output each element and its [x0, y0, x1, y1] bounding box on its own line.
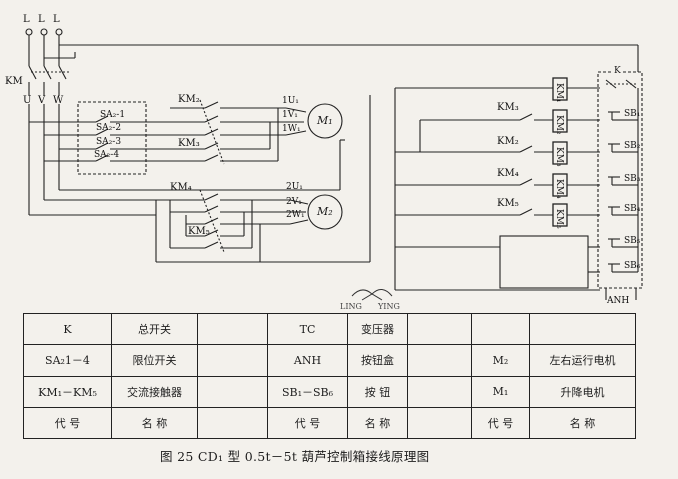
- ctrl-km5-label: KM₅: [497, 198, 519, 209]
- limit-switch-contacts: [29, 115, 176, 162]
- km3-label: KM₃: [178, 138, 200, 149]
- km1-main-contacts: [28, 65, 70, 96]
- sa2-2-label: SA₂-2: [96, 123, 122, 133]
- legend-cell: 名 称: [111, 406, 198, 440]
- sa2-4-label: SA₂-4: [94, 150, 120, 160]
- legend-cell: 交流接触器: [111, 375, 198, 408]
- legend-cell: [471, 312, 530, 346]
- km4-km5-contacts: [29, 189, 340, 263]
- sb5-label: SB₅: [624, 236, 641, 246]
- sb4-label: SB₄: [624, 204, 641, 214]
- m1-terminal-u: 1U₁: [282, 96, 299, 106]
- legend-row: K 总开关 TC 变压器: [23, 312, 636, 346]
- legend-cell: M₂: [471, 344, 530, 377]
- motor-m2-label: M₂: [317, 205, 333, 218]
- coil-km3-label: KM₃: [554, 147, 564, 167]
- km2-label: KM₂: [178, 94, 200, 105]
- legend-cell: 名 称: [347, 406, 408, 440]
- m1-terminal-v: 1V₁: [282, 110, 298, 120]
- figure-caption: 图 25 CD₁ 型 0.5t－5t 葫芦控制箱接线原理图: [160, 449, 430, 464]
- coil-km1-label: KM₁: [554, 83, 564, 103]
- legend-cell: [407, 344, 472, 377]
- legend-cell: TC: [267, 312, 348, 346]
- ctrl-km4-label: KM₄: [497, 168, 519, 179]
- legend-table: K 总开关 TC 变压器 SA₂1－4 限位开关 ANH 按钮盒 M₂ 左右运行…: [23, 312, 636, 440]
- legend-cell: [197, 406, 268, 440]
- phase-w-label: W: [53, 95, 64, 106]
- control-branches: [395, 87, 553, 248]
- legend-cell: 代 号: [267, 406, 348, 440]
- legend-cell: KM₁－KM₅: [23, 375, 112, 408]
- legend-cell: 升降电机: [529, 375, 636, 408]
- legend-cell: SB₁－SB₆: [267, 375, 348, 408]
- push-buttons: [608, 88, 639, 273]
- legend-cell: 限位开关: [111, 344, 198, 377]
- legend-header-row: 代 号 名 称 代 号 名 称 代 号 名 称: [23, 406, 636, 440]
- legend-row: SA₂1－4 限位开关 ANH 按钮盒 M₂ 左右运行电机: [23, 344, 636, 377]
- km2-km3-contacts: [170, 99, 286, 165]
- legend-cell: [197, 375, 268, 408]
- legend-cell: M₁: [471, 375, 530, 408]
- phase-l2-label: L: [38, 14, 45, 25]
- sb6-label: SB₆: [624, 261, 641, 271]
- legend-cell: 左右运行电机: [529, 344, 636, 377]
- k-switch: [605, 79, 637, 89]
- transformer-box: [499, 235, 589, 289]
- phase-l3-label: L: [53, 14, 60, 25]
- phase-u-label: U: [23, 95, 32, 106]
- ctrl-km2-label: KM₂: [497, 136, 519, 147]
- motor-m2-symbol: [307, 194, 343, 230]
- km1-label: KM: [5, 76, 23, 87]
- legend-cell: 代 号: [471, 406, 530, 440]
- m2-terminal-v: 2V₁: [286, 197, 302, 207]
- km4-label: KM₄: [170, 182, 192, 193]
- motor-m1-symbol: [307, 103, 343, 139]
- legend-cell: [529, 312, 636, 346]
- legend-cell: 名 称: [529, 406, 636, 440]
- sb1-label: SB₁: [624, 109, 641, 119]
- phase-l1-label: L: [23, 14, 30, 25]
- supply-terminals: [25, 28, 63, 66]
- ctrl-km3-label: KM₃: [497, 102, 519, 113]
- sa2-3-label: SA₂-3: [96, 137, 122, 147]
- legend-cell: K: [23, 312, 112, 346]
- sb2-label: SB₂: [624, 141, 641, 151]
- legend-cell: 按 钮: [347, 375, 408, 408]
- switch-k-label: K: [613, 66, 622, 76]
- anh-label: ANH: [607, 296, 630, 306]
- legend-cell: [407, 375, 472, 408]
- legend-cell: [197, 344, 268, 377]
- legend-cell: ANH: [267, 344, 348, 377]
- coil-km5-label: KM₅: [554, 209, 564, 229]
- sa2-1-label: SA₂-1: [100, 110, 126, 120]
- legend-cell: SA₂1－4: [23, 344, 112, 377]
- watermark-right-text: YING: [378, 302, 400, 311]
- legend-cell: [407, 406, 472, 440]
- legend-cell: [407, 312, 472, 346]
- m2-terminal-u: 2U₁: [286, 182, 303, 192]
- legend-cell: 按钮盒: [347, 344, 408, 377]
- motor-m1-label: M₁: [317, 114, 333, 127]
- coil-km4-label: KM₄: [554, 179, 564, 199]
- sb3-label: SB₃: [624, 174, 641, 184]
- m1-terminal-w: 1W₁: [282, 124, 301, 134]
- legend-cell: 代 号: [23, 406, 112, 440]
- watermark-left-text: LING: [340, 302, 362, 311]
- legend-cell: [197, 312, 268, 346]
- wiring-diagram: [25, 28, 643, 301]
- m2-terminal-w: 2W₁: [286, 210, 305, 220]
- watermark-logo: [351, 289, 393, 301]
- legend-cell: 变压器: [347, 312, 408, 346]
- phase-v-label: V: [38, 95, 46, 106]
- coil-km2-label: KM₂: [554, 115, 564, 135]
- legend-cell: 总开关: [111, 312, 198, 346]
- legend-row: KM₁－KM₅ 交流接触器 SB₁－SB₆ 按 钮 M₁ 升降电机: [23, 375, 636, 408]
- km5-label: KM₅: [188, 226, 210, 237]
